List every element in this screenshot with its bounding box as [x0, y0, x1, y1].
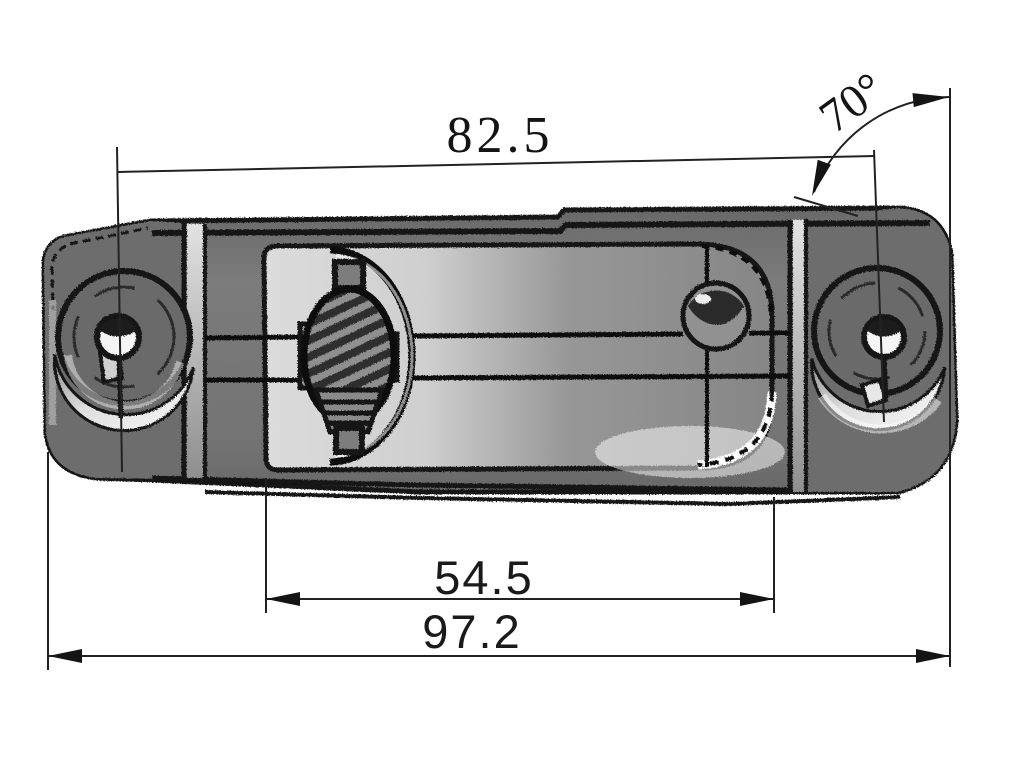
- arrow-54-5-right: [740, 592, 774, 606]
- seam-line-upper: [204, 330, 790, 341]
- right-key-diamond: [859, 377, 889, 409]
- left-boss-inner-ring: [72, 285, 176, 389]
- right-washer-arc2: [818, 393, 942, 434]
- dim-label-97-2: 97.2: [422, 605, 521, 658]
- dim-label-54-5: 54.5: [434, 551, 533, 604]
- left-edge-highlight: [49, 300, 56, 425]
- arrow-97-2-right: [916, 649, 950, 663]
- angle-reference-line: [793, 196, 859, 217]
- right-screw-boss: [810, 265, 947, 434]
- left-washer-crescent: [52, 354, 195, 433]
- ext-line-left-boss-center: [116, 146, 123, 473]
- window-bottom-glow: [595, 426, 785, 478]
- right-divider-highlight: [793, 220, 805, 492]
- angle-arrow-upper: [912, 93, 949, 108]
- camera-lens-assembly: [297, 246, 416, 466]
- left-screw-hole-shade: [99, 317, 137, 337]
- top-chamfer-line: [151, 220, 931, 236]
- window-corner-dashes-bottom: [697, 391, 774, 467]
- arrow-97-2-left: [48, 649, 82, 663]
- right-slot-line: [881, 355, 889, 399]
- housing-body: [41, 205, 959, 507]
- lens-top-tab: [332, 259, 366, 291]
- bottom-step-line: [151, 475, 789, 493]
- dimension-annotations: 82.5 70° 54.5 97.2: [47, 63, 951, 670]
- pivot-ball-glint: [695, 294, 711, 304]
- angle-arrow-lower: [812, 159, 831, 196]
- dimension-window-width: 54.5: [265, 478, 775, 613]
- bottom-lip-line: [204, 490, 901, 507]
- right-screw-hole-shade: [866, 318, 902, 337]
- lens-cone-stripes: [320, 399, 378, 426]
- lens-bottom-tab: [333, 425, 365, 455]
- ext-line-right-boss-center: [873, 149, 885, 423]
- left-screw-boss: [52, 268, 195, 433]
- pivot-ball: [680, 280, 752, 352]
- left-divider-highlight: [187, 224, 203, 478]
- dim-label-70: 70°: [810, 63, 894, 144]
- dim-label-82-5: 82.5: [447, 107, 554, 164]
- arrow-54-5-left: [266, 592, 300, 606]
- dimension-overall-width: 97.2: [47, 452, 950, 670]
- dimension-screw-span: 82.5: [116, 107, 885, 473]
- gasket-edge: [50, 226, 149, 311]
- seam-line-lower: [205, 373, 791, 383]
- lens-barrel-arc-highlight: [335, 254, 414, 458]
- dim-line-82-5: [117, 155, 876, 173]
